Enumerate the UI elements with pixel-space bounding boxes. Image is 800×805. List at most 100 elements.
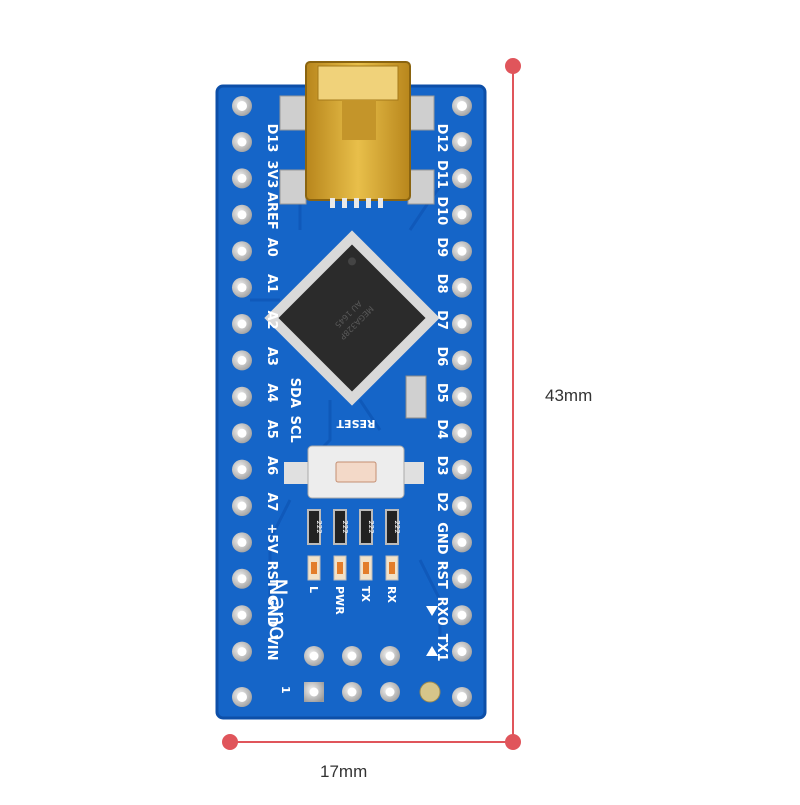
pin-label: D12 <box>434 124 449 153</box>
right-pin-rst: RST <box>434 561 472 589</box>
pin-hole <box>237 501 247 511</box>
rx-indicator-triangle <box>426 606 438 616</box>
height-dimension-label: 43mm <box>545 386 593 405</box>
mini-usb-connector <box>279 61 435 208</box>
pin-label: D9 <box>434 237 449 257</box>
right-pin-d8: D8 <box>434 274 472 298</box>
resistor-code: 222 <box>367 520 375 533</box>
pin-one-marker: 1 <box>279 686 292 694</box>
pin-label: D6 <box>434 346 449 366</box>
pin-label: +5V <box>264 523 279 553</box>
pin-hole <box>237 647 247 657</box>
pin-hole <box>237 574 247 584</box>
pin-hole <box>457 501 467 511</box>
left-pin-aref: AREF <box>232 192 279 230</box>
resistor: 222 <box>385 509 401 545</box>
left-pin-a4: A4 <box>232 383 279 407</box>
pin-hole <box>457 173 467 183</box>
pin-label: A0 <box>264 238 279 257</box>
width-dimension-label: 17mm <box>320 762 368 781</box>
resistor-code: 222 <box>341 520 349 533</box>
pin-hole <box>237 173 247 183</box>
icsp-hole <box>347 687 357 697</box>
left-pin-a6: A6 <box>232 456 279 480</box>
pin-hole <box>457 392 467 402</box>
pin-hole <box>237 428 247 438</box>
pin-hole <box>237 210 247 220</box>
pin-hole <box>457 465 467 475</box>
icsp-hole <box>347 651 357 661</box>
led-die <box>389 562 395 574</box>
left-pin-a0: A0 <box>232 238 279 262</box>
tx-indicator-triangle <box>426 646 438 656</box>
icsp-hole <box>309 687 319 697</box>
pin-alt-label: SCL <box>287 416 302 443</box>
oscillator-component <box>405 375 427 419</box>
led-die <box>363 562 369 574</box>
pin-hole <box>237 355 247 365</box>
board-name: Nano <box>264 578 292 641</box>
pin-label: D10 <box>434 196 449 225</box>
microcontroller-chip <box>264 230 440 406</box>
pin-alt-label: SDA <box>287 378 302 408</box>
pin-label: D7 <box>434 310 449 330</box>
pin-hole <box>457 574 467 584</box>
pin-label: A4 <box>264 383 279 402</box>
left-pin-header: D133V3AREFA0A1A2A3A4A5A6A7+5VRSTGNDVINSD… <box>232 124 302 662</box>
left-pin-vin: VIN <box>232 635 279 662</box>
pin-hole <box>457 647 467 657</box>
pin-hole <box>457 210 467 220</box>
pin-hole <box>237 137 247 147</box>
left-pin-a1: A1 <box>232 274 279 298</box>
led-pwr: PWR <box>333 555 347 615</box>
pin-label: RX0 <box>434 597 449 626</box>
resistor-body <box>333 509 347 545</box>
pin-label: GND <box>264 595 279 628</box>
right-pin-d7: D7 <box>434 310 472 334</box>
pin-hole <box>457 355 467 365</box>
pin-hole <box>457 428 467 438</box>
led-tx: TX <box>359 555 373 603</box>
left-pin-a3: A3 <box>232 347 279 371</box>
mounting-holes <box>232 96 472 707</box>
led-label: RX <box>385 586 398 603</box>
pin-hole <box>237 283 247 293</box>
led-rx: RX <box>385 555 399 603</box>
resistor-body <box>307 509 321 545</box>
led-label: TX <box>359 586 372 603</box>
pin-hole <box>457 537 467 547</box>
pin-label: D5 <box>434 383 449 403</box>
pin-label: D4 <box>434 419 449 439</box>
pin-hole <box>237 537 247 547</box>
right-pin-d12: D12 <box>434 124 472 153</box>
right-pin-d11: D11 <box>434 160 472 189</box>
left-pin-a2: A2 <box>232 310 279 334</box>
left-pin-a5: A5 <box>232 420 279 444</box>
icsp-hole <box>385 651 395 661</box>
pin-label: A2 <box>264 310 279 329</box>
right-pin-d2: D2 <box>434 492 472 516</box>
resistor-code: 222 <box>393 520 401 533</box>
led-die <box>337 562 343 574</box>
left-pin-3v3: 3V3 <box>232 160 279 188</box>
pin-hole <box>237 392 247 402</box>
reset-label: RESET <box>336 417 375 430</box>
pin-label: D8 <box>434 274 449 294</box>
pin-label: A5 <box>264 420 279 439</box>
right-pin-d6: D6 <box>434 346 472 371</box>
width-dimension-line <box>222 734 513 750</box>
pin-label: GND <box>434 522 449 555</box>
resistor-code: 222 <box>315 520 323 533</box>
right-pin-rx0: RX0 <box>434 597 472 626</box>
pin-label: D3 <box>434 456 449 476</box>
right-pin-d3: D3 <box>434 456 472 480</box>
pin-label: 3V3 <box>264 160 279 188</box>
icsp-hole <box>309 651 319 661</box>
pin-hole <box>237 319 247 329</box>
right-pin-gnd: GND <box>434 522 472 555</box>
right-pin-tx1: TX1 <box>434 634 472 662</box>
right-pin-d9: D9 <box>434 237 472 262</box>
